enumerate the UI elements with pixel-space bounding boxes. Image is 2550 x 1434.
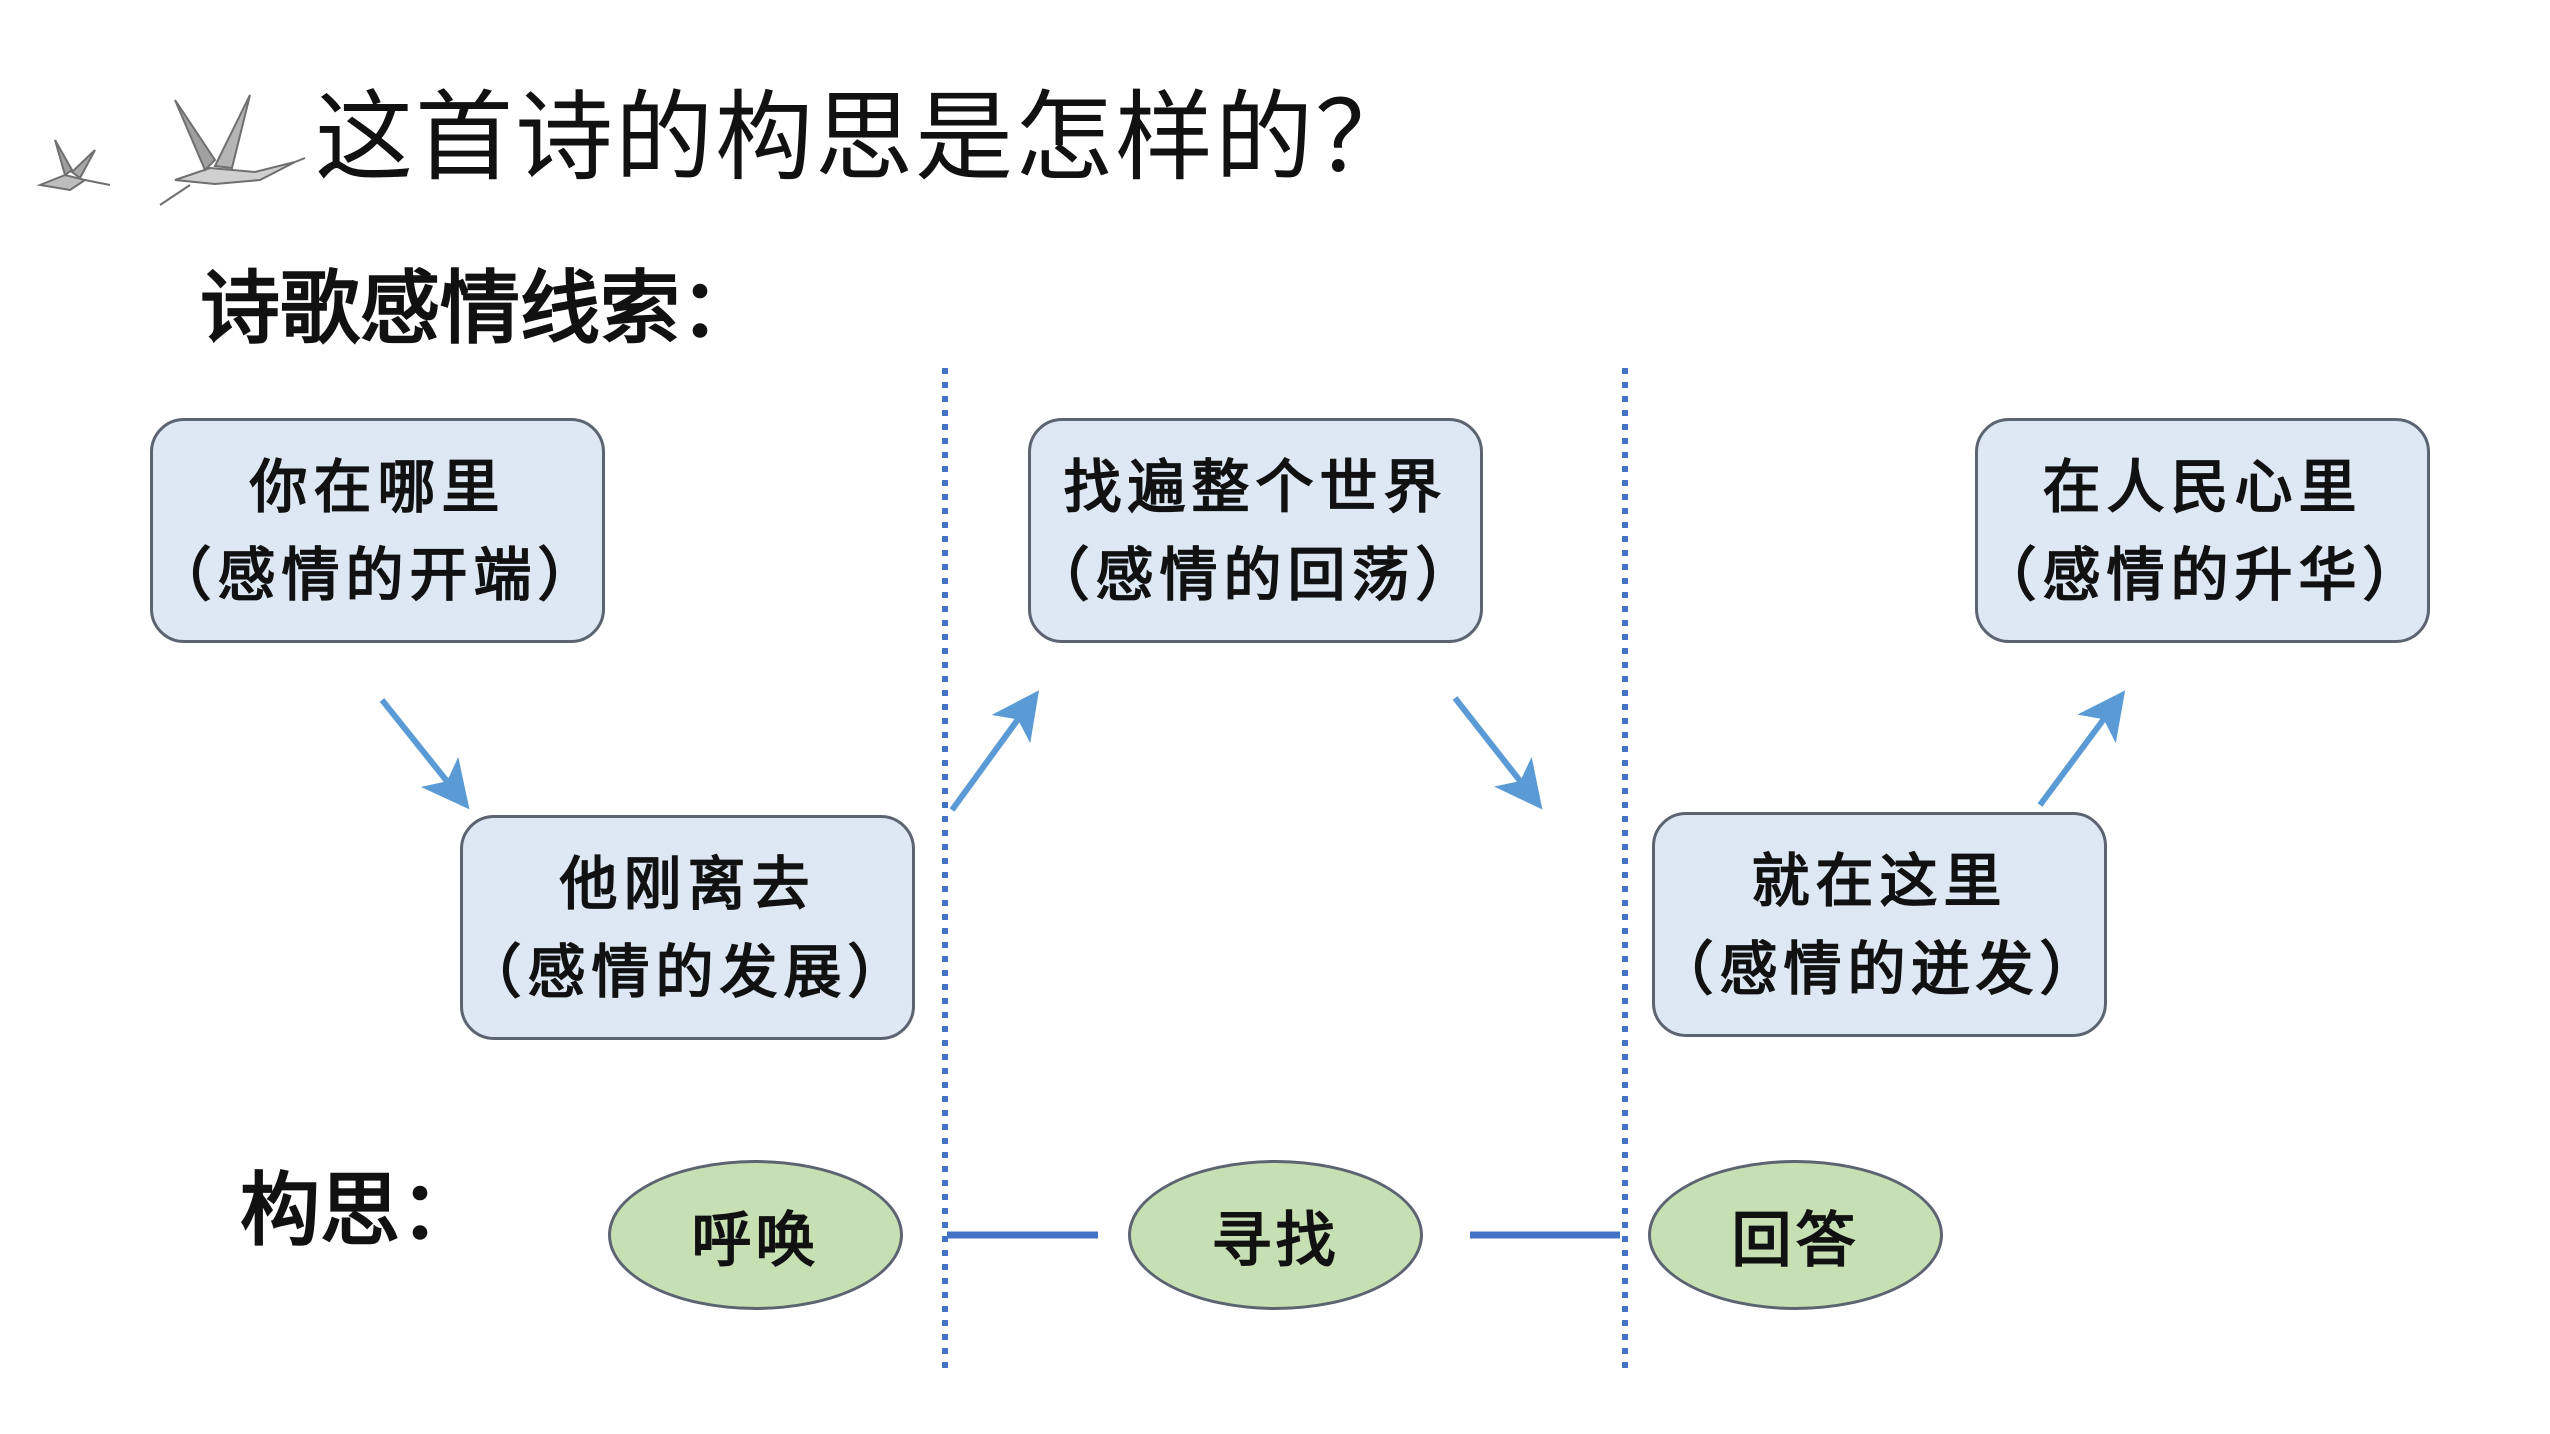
concept-heading: 构思： bbox=[240, 1163, 480, 1257]
emotion-clue-heading: 诗歌感情线索： bbox=[200, 261, 760, 355]
stage-box-beginning: 你在哪里 （感情的开端） bbox=[150, 418, 605, 643]
concept-oval-answer: 回答 bbox=[1648, 1160, 1943, 1310]
concept-oval-call: 呼唤 bbox=[608, 1160, 903, 1310]
arrow-2 bbox=[949, 690, 1040, 812]
concept-oval-search: 寻找 bbox=[1128, 1160, 1423, 1310]
stage-box-sublimation: 在人民心里 （感情的升华） bbox=[1975, 418, 2430, 643]
stage-note: （感情的迸发） bbox=[1655, 934, 2104, 1003]
stage-line: 他刚离去 bbox=[559, 849, 816, 918]
crane-decoration-icon bbox=[36, 94, 306, 206]
stage-box-echo: 找遍整个世界 （感情的回荡） bbox=[1028, 418, 1483, 643]
stage-note: （感情的发展） bbox=[463, 937, 912, 1006]
stage-note: （感情的回荡） bbox=[1031, 540, 1480, 609]
arrow-1 bbox=[379, 698, 470, 810]
stage-line: 在人民心里 bbox=[2042, 452, 2363, 521]
stage-line: 就在这里 bbox=[1751, 846, 2008, 915]
stage-note: （感情的开端） bbox=[153, 540, 602, 609]
stage-box-development: 他刚离去 （感情的发展） bbox=[460, 815, 915, 1040]
stage-line: 找遍整个世界 bbox=[1063, 452, 1448, 521]
stage-line: 你在哪里 bbox=[249, 452, 506, 521]
page-title: 这首诗的构思是怎样的？ bbox=[315, 81, 1416, 195]
stage-note: （感情的升华） bbox=[1978, 540, 2427, 609]
stage-box-burst: 就在这里 （感情的迸发） bbox=[1652, 812, 2107, 1037]
arrow-3 bbox=[1452, 696, 1543, 810]
arrow-4 bbox=[2037, 690, 2126, 807]
